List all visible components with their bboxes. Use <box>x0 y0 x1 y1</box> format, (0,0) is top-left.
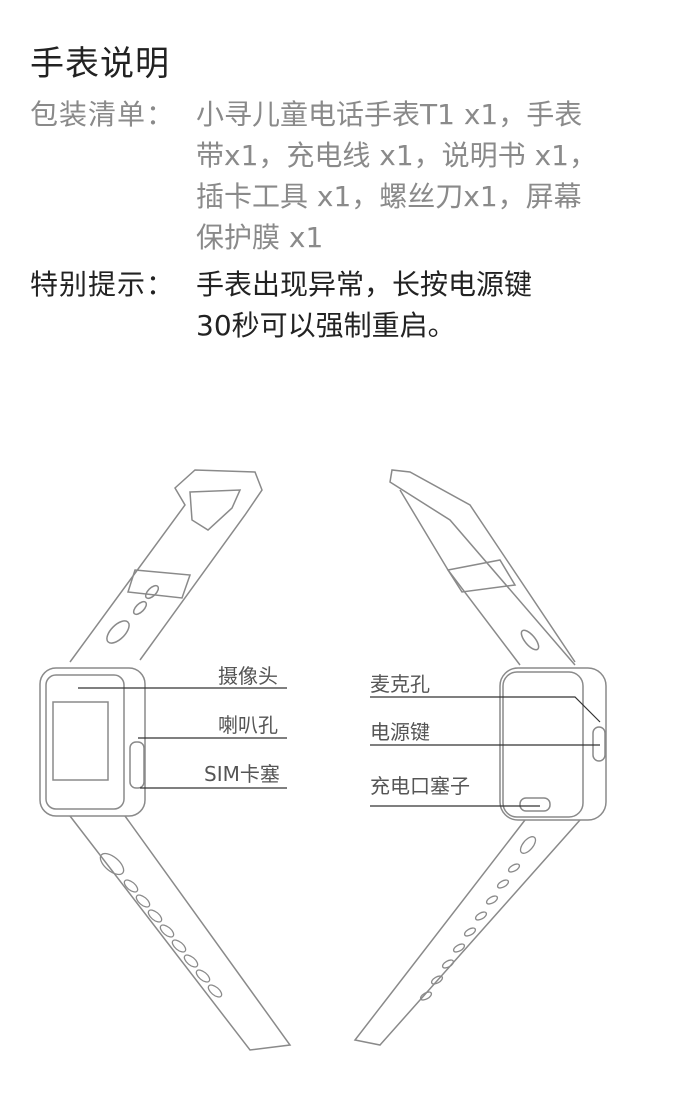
label-power-key: 电源键 <box>370 720 430 744</box>
notice-content: 手表出现异常，长按电源键 30秒可以强制重启。 <box>196 264 640 346</box>
label-mic-hole: 麦克孔 <box>370 672 430 696</box>
label-speaker-hole: 喇叭孔 <box>218 713 278 737</box>
special-notice: 特别提示： 手表出现异常，长按电源键 30秒可以强制重启。 <box>30 264 640 346</box>
package-content: 小寻儿童电话手表T1 x1，手表 带x1，充电线 x1，说明书 x1， 插卡工具… <box>196 94 640 258</box>
notice-label: 特别提示： <box>30 268 176 301</box>
package-line: 保护膜 x1 <box>196 221 324 254</box>
package-list: 包装清单： 小寻儿童电话手表T1 x1，手表 带x1，充电线 x1，说明书 x1… <box>30 94 640 258</box>
page-title: 手表说明 <box>30 44 170 84</box>
label-charging-plug: 充电口塞子 <box>370 774 470 798</box>
label-camera: 摄像头 <box>218 664 278 688</box>
back-watch-illustration <box>353 469 607 1046</box>
notice-line: 手表出现异常，长按电源键 <box>196 268 533 301</box>
notice-line: 30秒可以强制重启。 <box>196 309 456 342</box>
front-watch-illustration <box>39 469 292 1051</box>
package-line: 小寻儿童电话手表T1 x1，手表 <box>196 98 583 131</box>
package-line: 插卡工具 x1，螺丝刀x1，屏幕 <box>196 180 582 213</box>
package-line: 带x1，充电线 x1，说明书 x1， <box>196 139 597 172</box>
package-label: 包装清单： <box>30 98 176 131</box>
label-sim-plug: SIM卡塞 <box>204 762 280 786</box>
